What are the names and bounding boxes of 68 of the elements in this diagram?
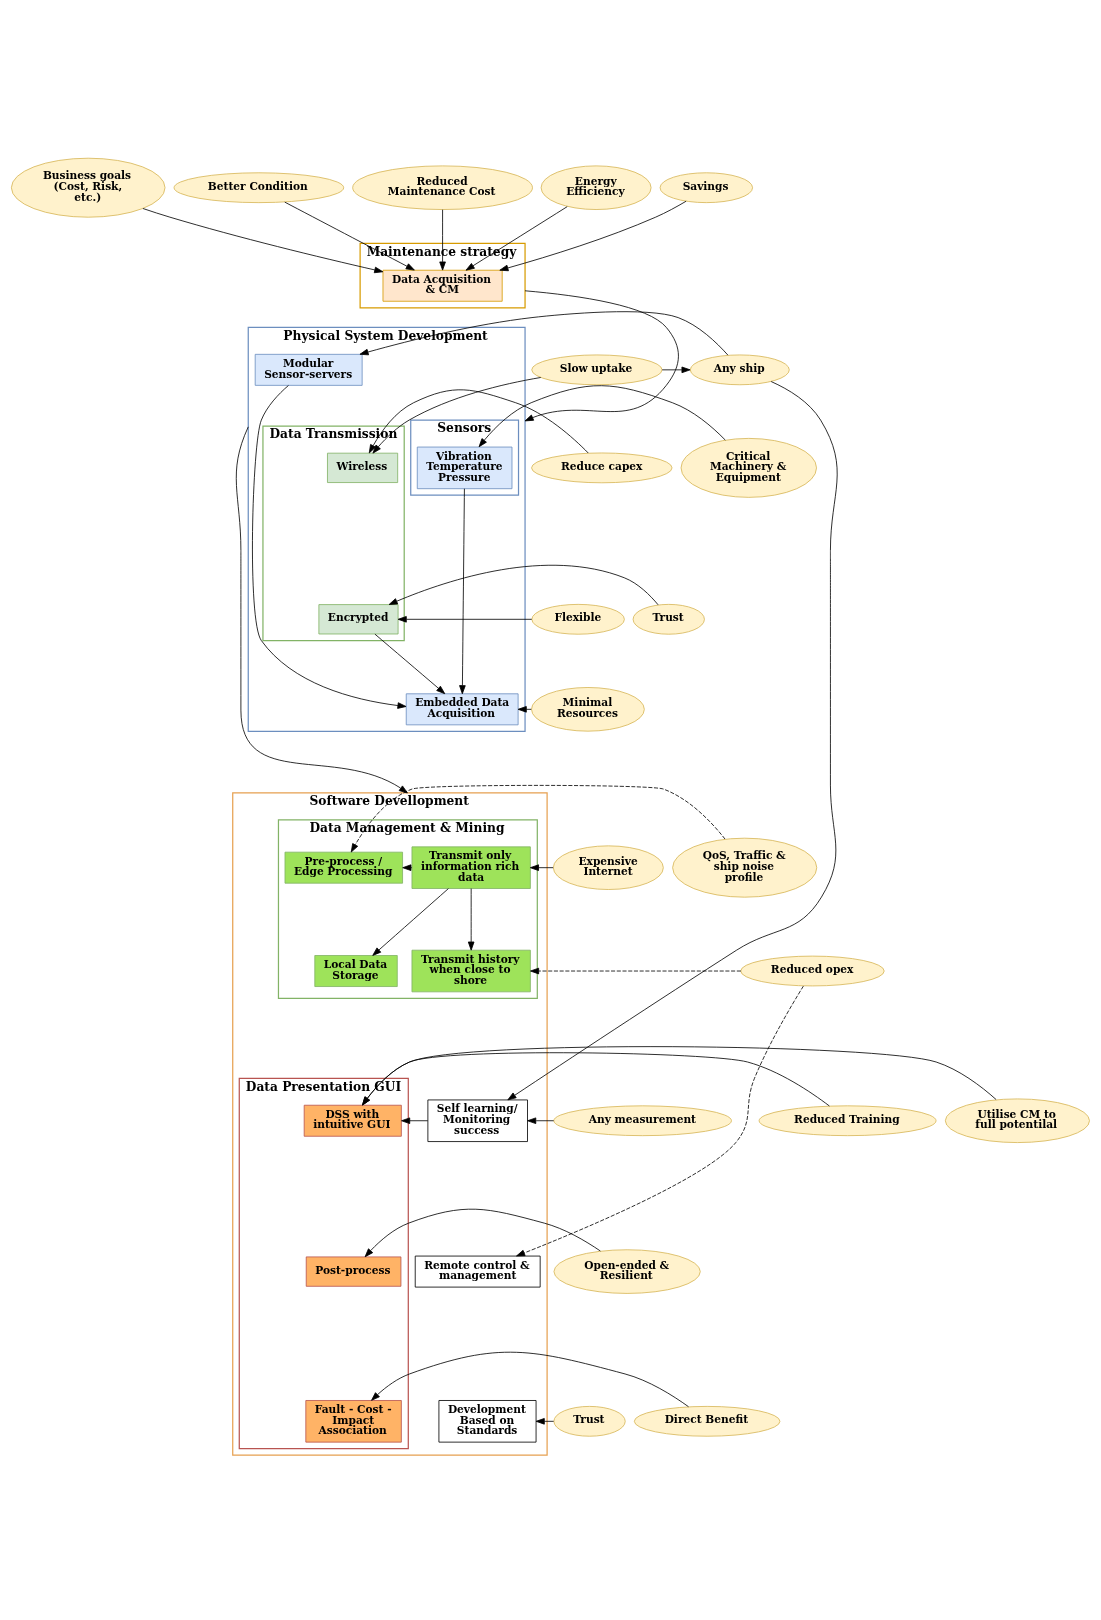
node-box: Pre-process / Edge Processing	[284, 851, 403, 884]
node-ellipse: Trust	[553, 1406, 626, 1437]
node-box: Transmit history when close to shore	[411, 949, 531, 993]
node-box: Vibration Temperature Pressure	[416, 446, 513, 490]
node-ellipse: Utilise CM to full potentilal	[944, 1098, 1090, 1143]
node-box: Remote control & management	[414, 1255, 541, 1288]
arrow	[439, 209, 446, 271]
node-ellipse: Any ship	[689, 354, 790, 386]
arrow	[368, 389, 589, 454]
node-ellipse: Minimal Resources	[531, 687, 645, 732]
arrow	[397, 616, 533, 623]
arrow	[362, 1052, 830, 1107]
node-box: DSS with intuitive GUI	[303, 1104, 402, 1137]
node-ellipse: Savings	[659, 172, 753, 204]
node-box: Embedded Data Acquisition	[405, 693, 519, 726]
node-ellipse: Energy Efficiency	[540, 165, 652, 210]
node-box: Data Acquisition & CM	[382, 269, 503, 302]
arrow	[284, 201, 415, 271]
node-ellipse: Open-ended & Resilient	[553, 1249, 701, 1294]
node-box: Modular Sensor-servers	[254, 353, 363, 386]
arrow	[478, 385, 726, 448]
node-ellipse: Reduced Maintenance Cost	[352, 165, 533, 210]
arrow	[499, 200, 687, 272]
arrow	[388, 565, 659, 606]
node-ellipse: Direct Benefit	[633, 1406, 781, 1437]
arrow	[252, 385, 407, 709]
arrow	[529, 864, 554, 871]
node-ellipse: Trust	[632, 603, 705, 635]
arrow	[235, 426, 408, 794]
arrow	[350, 785, 726, 853]
arrow	[527, 1117, 555, 1124]
arrow	[517, 706, 532, 713]
node-ellipse: Expensive Internet	[552, 845, 664, 890]
node-box: Post-process	[305, 1256, 402, 1287]
node-box: Encrypted	[318, 604, 399, 635]
arrow	[364, 1208, 601, 1258]
node-ellipse: Slow uptake	[531, 354, 663, 386]
arrow	[524, 290, 679, 422]
arrow	[459, 488, 466, 695]
arrow	[507, 381, 838, 1101]
node-ellipse: Business goals (Cost, Risk, etc.)	[11, 157, 166, 218]
node-ellipse: Any measurement	[553, 1105, 732, 1137]
node-box: Fault - Cost - Impact Association	[305, 1400, 402, 1443]
arrow	[467, 888, 475, 951]
node-ellipse: Critical Machinery & Equipment	[680, 437, 817, 498]
arrow	[374, 633, 446, 695]
arrow	[362, 1046, 997, 1106]
arrow	[401, 1117, 429, 1124]
arrow	[530, 967, 742, 975]
node-ellipse: Better Condition	[173, 172, 345, 204]
arrow	[535, 1418, 555, 1425]
node-box: Local Data Storage	[314, 955, 398, 987]
node-ellipse: Reduced Training	[758, 1105, 937, 1137]
arrow	[465, 206, 568, 271]
node-box: Self learning/ Monitoring success	[427, 1099, 528, 1142]
node-ellipse: Reduced opex	[740, 955, 885, 987]
node-ellipse: Reduce capex	[531, 452, 673, 484]
arrow	[516, 985, 804, 1257]
arrow	[142, 208, 384, 274]
node-ellipse: QoS, Traffic & ship noise profile	[672, 837, 818, 898]
node-box: Development Based on Standards	[438, 1400, 537, 1443]
arrow	[372, 377, 542, 454]
node-box: Wireless	[327, 452, 399, 483]
arrow	[359, 311, 729, 356]
arrow	[372, 888, 449, 956]
arrow	[661, 366, 691, 374]
arrow	[371, 1351, 689, 1408]
node-ellipse: Flexible	[531, 603, 625, 635]
